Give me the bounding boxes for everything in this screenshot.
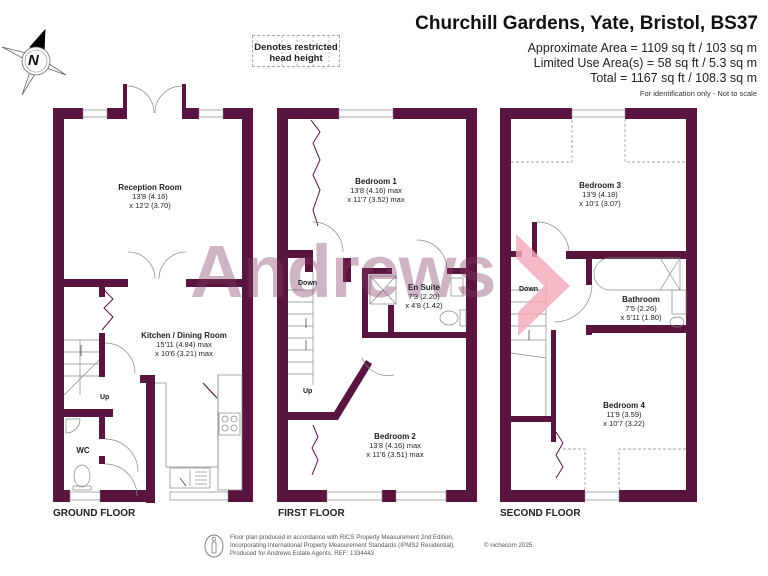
watermark-arrow-icon	[516, 234, 570, 336]
room-name: En Suite	[407, 283, 441, 292]
room-dim-1: 7'5 (2.26)	[625, 304, 657, 313]
second-floor-plan	[500, 108, 697, 502]
stairs-up-label: Up	[303, 388, 313, 395]
scale-disclaimer: For identification only - Not to scale	[639, 89, 757, 98]
room-label-reception: Reception Room 13'8 (4.16) x 12'2 (3.70)	[118, 183, 182, 210]
floor-label-second: SECOND FLOOR	[500, 508, 581, 519]
room-dim-2: x 10'7 (3.22)	[603, 419, 645, 428]
floor-label-first: FIRST FLOOR	[278, 508, 345, 519]
room-label-bedroom-4: Bedroom 4 11'9 (3.59) x 10'7 (3.22)	[603, 401, 645, 428]
room-dim-2: x 5'11 (1.80)	[620, 313, 662, 322]
limited-use-area: Limited Use Area(s) = 58 sq ft / 5.3 sq …	[533, 56, 757, 70]
compass-north-label: N	[28, 52, 39, 69]
copyright-notice: © nichecom 2025.	[484, 542, 534, 549]
room-dim-1: 13'8 (4.16) max	[369, 441, 421, 450]
room-dim-2: x 11'7 (3.52) max	[347, 195, 405, 204]
room-dim-1: 13'8 (4.16)	[132, 192, 168, 201]
room-dim-1: 15'11 (4.84) max	[156, 340, 212, 349]
room-dim-1: 13'8 (4.16) max	[350, 186, 402, 195]
total-area: Total = 1167 sq ft / 108.3 sq m	[590, 71, 757, 85]
floor-label-ground: GROUND FLOOR	[53, 508, 136, 519]
room-name: WC	[76, 446, 90, 455]
footer-notes: Floor plan produced in accordance with R…	[230, 534, 540, 558]
room-label-bathroom: Bathroom 7'5 (2.26) x 5'11 (1.80)	[621, 295, 662, 322]
room-name: Bedroom 1	[355, 177, 397, 186]
room-label-wc: WC	[76, 446, 89, 455]
room-dim-1: 7'3 (2.20)	[408, 292, 440, 301]
stairs-up-label: Up	[100, 394, 110, 401]
stairs-down-label: Down	[519, 286, 539, 293]
room-dim-2: x 4'8 (1.42)	[405, 301, 443, 310]
room-name: Bedroom 4	[603, 401, 645, 410]
room-label-bedroom-2: Bedroom 2 13'8 (4.16) max x 11'6 (3.51) …	[366, 432, 423, 459]
footer-line-2: Incorporating International Property Mea…	[230, 542, 455, 549]
room-label-bedroom-1: Bedroom 1 13'8 (4.16) max x 11'7 (3.52) …	[347, 177, 404, 204]
room-dim-2: x 10'6 (3.21) max	[155, 349, 213, 358]
footer-line-1: Floor plan produced in accordance with R…	[230, 534, 454, 541]
ground-floor-fixtures	[63, 85, 243, 501]
compass-icon	[1, 28, 67, 96]
legend-line-2: head height	[269, 53, 323, 64]
room-name: Reception Room	[118, 183, 182, 192]
room-dim-2: x 12'2 (3.70)	[129, 201, 171, 210]
room-dim-2: x 11'6 (3.51) max	[366, 450, 424, 459]
approximate-area: Approximate Area = 1109 sq ft / 103 sq m	[527, 41, 757, 55]
legend-line-1: Denotes restricted	[254, 42, 338, 53]
info-person-icon	[204, 534, 224, 558]
stairs-down-label: Down	[298, 280, 318, 287]
andrews-watermark: Andrews	[190, 230, 497, 313]
room-name: Bedroom 3	[579, 181, 621, 190]
room-name: Kitchen / Dining Room	[141, 331, 227, 340]
room-dim-2: x 10'1 (3.07)	[579, 199, 621, 208]
footer-line-3: Produced for Andrews Estate Agents. REF:…	[230, 550, 375, 557]
first-floor-plan	[277, 108, 477, 502]
room-dim-1: 11'9 (3.59)	[606, 410, 642, 419]
room-label-en-suite: En Suite 7'3 (2.20) x 4'8 (1.42)	[405, 283, 442, 310]
room-label-kitchen: Kitchen / Dining Room 15'11 (4.84) max x…	[141, 331, 227, 358]
ground-floor-plan	[53, 84, 253, 503]
room-name: Bathroom	[622, 295, 660, 304]
first-floor-fixtures	[288, 109, 467, 501]
property-title: Churchill Gardens, Yate, Bristol, BS37	[415, 13, 758, 34]
room-dim-1: 13'9 (4.18)	[582, 190, 618, 199]
room-name: Bedroom 2	[374, 432, 416, 441]
room-label-bedroom-3: Bedroom 3 13'9 (4.18) x 10'1 (3.07)	[579, 181, 621, 208]
